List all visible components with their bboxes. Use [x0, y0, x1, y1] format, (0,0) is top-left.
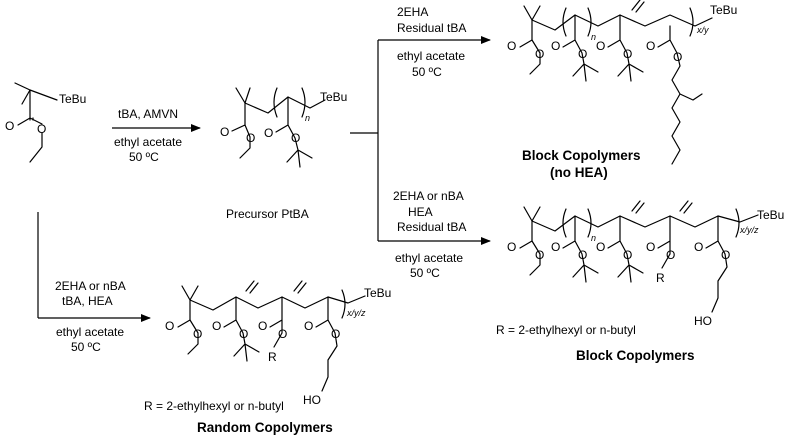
block-copolymer-nohea-structure: O O O O O O O O n x/y TeBu [507, 0, 737, 165]
block-o6: O [623, 248, 632, 262]
nohea-solvent: ethyl acetate [397, 49, 465, 63]
block-o3: O [551, 240, 560, 254]
block-nohea-title: Block Copolymers [522, 148, 641, 163]
precursor-n-subscript: n [305, 113, 310, 123]
reaction-arrow-block: 2EHA or nBA HEA Residual tBA ethyl aceta… [393, 189, 466, 280]
block-ho-label: HO [694, 314, 712, 328]
branch-arrows [350, 36, 491, 245]
block-o4: O [578, 248, 587, 262]
nohea-o1: O [507, 39, 516, 53]
nohea-o7: O [646, 39, 655, 53]
random-reagent-2: tBA, HEA [62, 294, 113, 308]
block-reagent-3: Residual tBA [397, 220, 466, 234]
carbonyl-o-label: O [5, 119, 14, 133]
random-temperature: 50 ºC [71, 340, 101, 354]
reaction-arrow-random: 2EHA or nBA tBA, HEA ethyl acetate 50 ºC [37, 212, 151, 354]
block-o8: O [666, 248, 675, 262]
random-o1: O [165, 319, 174, 333]
precursor-tebu: TeBu [320, 90, 347, 104]
random-o2: O [193, 327, 202, 341]
nohea-o3: O [551, 39, 560, 53]
precursor-ptba-structure: O O O O n TeBu [220, 87, 347, 168]
reaction-arrow-block-nohea: 2EHA Residual tBA ethyl acetate 50 ºC [397, 5, 466, 79]
block-copolymer-structure: O O O O O O O O O O R HO n x/y/z TeBu [507, 200, 784, 328]
block-temperature: 50 ºC [410, 266, 440, 280]
precursor-o4: O [291, 131, 300, 145]
nohea-reagent-1: 2EHA [397, 5, 428, 19]
block-o9: O [694, 240, 703, 254]
arrow1-solvent: ethyl acetate [114, 135, 182, 149]
precursor-o1: O [220, 125, 229, 139]
random-title: Random Copolymers [197, 420, 333, 435]
random-r-label: R [268, 350, 277, 364]
random-ho-label: HO [303, 393, 321, 407]
random-o3: O [212, 319, 221, 333]
random-o4: O [239, 327, 248, 341]
random-o5: O [258, 319, 267, 333]
nohea-n-subscript: n [591, 32, 596, 42]
block-reagent-2: HEA [408, 205, 433, 219]
block-xyz-subscript: x/y/z [739, 225, 759, 235]
random-reagent-1: 2EHA or nBA [55, 279, 126, 293]
block-tebu: TeBu [757, 208, 784, 222]
random-o8: O [331, 327, 340, 341]
block-reagent-1: 2EHA or nBA [393, 189, 464, 203]
block-o10: O [721, 248, 730, 262]
nohea-temperature: 50 ºC [412, 65, 442, 79]
block-title: Block Copolymers [576, 348, 695, 363]
nohea-o6: O [623, 47, 632, 61]
random-xyz-subscript: x/y/z [346, 308, 366, 318]
block-o1: O [507, 240, 516, 254]
random-r-definition: R = 2-ethylhexyl or n-butyl [144, 399, 284, 413]
random-o6: O [278, 327, 287, 341]
nohea-o5: O [596, 39, 605, 53]
nohea-o4: O [578, 47, 587, 61]
block-nohea-subtitle: (no HEA) [550, 165, 608, 180]
block-solvent: ethyl acetate [395, 251, 463, 265]
block-o5: O [596, 240, 605, 254]
precursor-label: Precursor PtBA [226, 207, 309, 221]
arrow1-reagents: tBA, AMVN [118, 107, 178, 121]
random-tebu: TeBu [364, 286, 391, 300]
tebu-label: TeBu [59, 92, 86, 106]
precursor-o3: O [264, 126, 273, 140]
nohea-xy-subscript: x/y [696, 25, 709, 35]
precursor-o2: O [246, 131, 255, 145]
reaction-arrow-1: tBA, AMVN ethyl acetate 50 ºC [112, 107, 201, 164]
arrow1-temperature: 50 ºC [129, 150, 159, 164]
block-o2: O [535, 248, 544, 262]
block-r-label: R [656, 271, 665, 285]
block-o7: O [646, 240, 655, 254]
nohea-o2: O [535, 47, 544, 61]
block-n-subscript: n [591, 233, 596, 243]
random-o7: O [304, 319, 313, 333]
nohea-reagent-2: Residual tBA [397, 21, 466, 35]
nohea-o8: O [673, 50, 682, 64]
random-copolymer-structure: O O O O O O O O R HO x/y/z TeBu [165, 280, 391, 407]
ester-o-label: O [37, 122, 46, 136]
block-r-definition: R = 2-ethylhexyl or n-butyl [496, 323, 636, 337]
random-solvent: ethyl acetate [56, 325, 124, 339]
nohea-tebu: TeBu [710, 3, 737, 17]
initiator-molecule: TeBu O O [5, 82, 86, 163]
